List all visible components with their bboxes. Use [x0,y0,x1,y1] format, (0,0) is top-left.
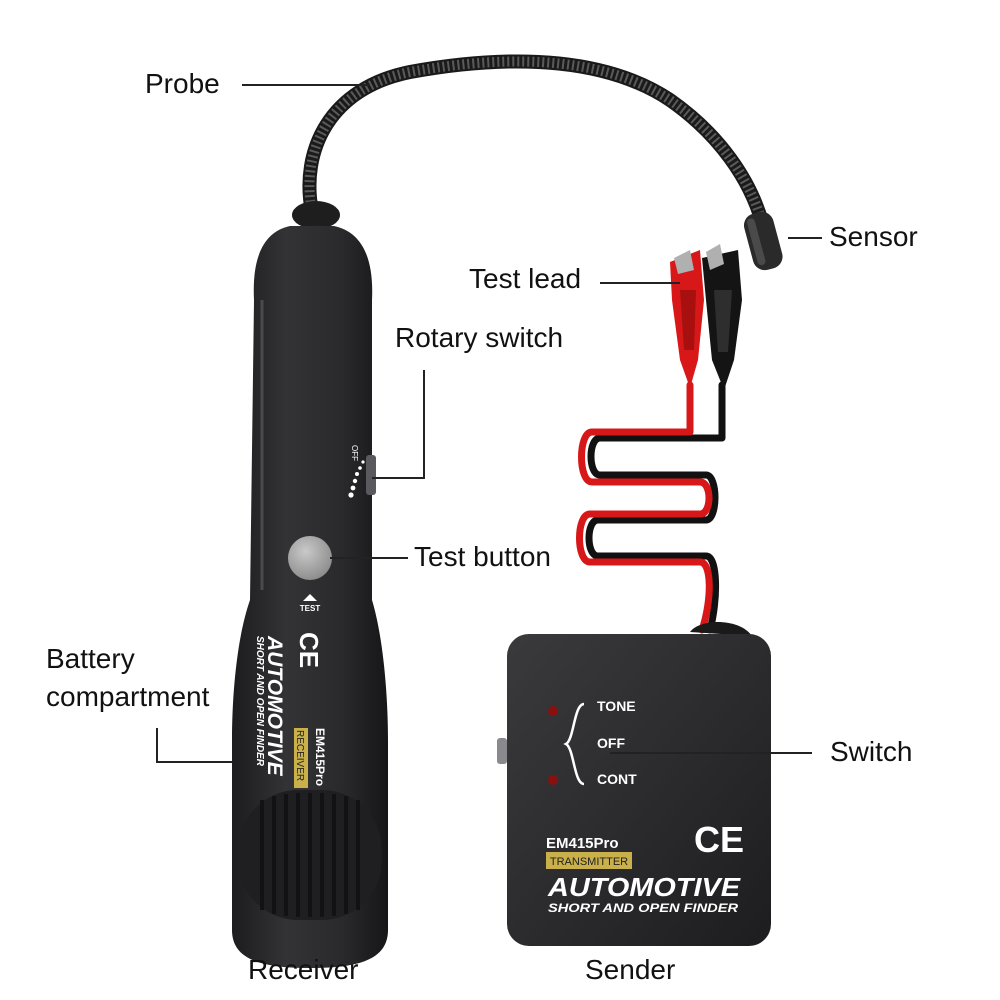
rotary-scale-dots [348,460,365,498]
speaker-slots [260,793,360,917]
battery-leader-line [156,728,232,763]
battery-compartment-label: Battery compartment [46,643,210,712]
test-button-label: Test button [414,541,551,572]
callout-leader-lines [156,84,822,763]
test-arrow-icon [303,594,317,601]
receiver-ce-mark: CE [294,632,324,668]
receiver-device: OFF TEST CE AUTOMOTIVE SHORT AND OPEN FI… [232,201,388,968]
test-lead-cable [576,381,726,634]
receiver-brand: AUTOMOTIVE [263,635,286,777]
sensor-tip [743,211,783,271]
sender-badge-bg [546,852,632,869]
red-alligator-clip [670,250,704,388]
cont-led [548,775,558,785]
sender-badge: TRANSMITTER [550,856,628,868]
receiver-badge: RECEIVER [294,730,305,781]
switch-position-off: OFF [597,735,625,751]
sender-brand: AUTOMOTIVE [547,872,741,902]
tone-led [548,706,558,716]
rotary-switch-label: Rotary switch [395,322,564,353]
switch-position-cont: CONT [597,771,637,787]
receiver-test-marker: TEST [300,604,321,613]
rotary-off-marker: OFF [350,445,359,461]
switch-label: Switch [830,736,913,767]
probe-gooseneck [302,54,769,229]
sender-tagline: SHORT AND OPEN FINDER [548,901,738,915]
rotary-switch-leader-line [372,370,425,479]
receiver-model: EM415Pro [313,728,327,786]
receiver-badge-bg [294,728,308,788]
probe-label: Probe [145,68,220,99]
sender-switch-slider [497,738,507,764]
rotary-switch-wheel [366,455,376,495]
receiver-label: Receiver [248,954,359,985]
receiver-tagline: SHORT AND OPEN FINDER [254,636,265,767]
test-button [288,536,332,580]
sender-model: EM415Pro [546,835,619,852]
switch-brace [563,702,585,786]
sensor-label: Sensor [829,221,918,252]
sender-ce-mark: CE [694,819,744,860]
black-alligator-clip [702,244,742,390]
sender-device: TONE OFF CONT EM415Pro CE AUTOMOTIVE SHO… [497,621,771,946]
sender-label: Sender [585,954,676,985]
switch-position-tone: TONE [597,698,636,714]
test-lead-label: Test lead [469,263,582,294]
